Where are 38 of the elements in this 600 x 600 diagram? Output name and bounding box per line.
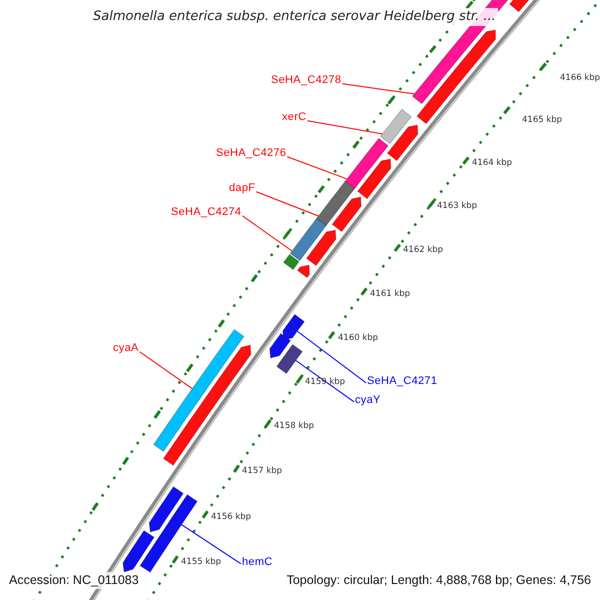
scale-label: 4165 kbp: [522, 115, 562, 126]
leader-line: [342, 83, 415, 94]
gene-label: cyaA: [113, 342, 139, 355]
leader-line: [306, 120, 383, 134]
leader-line: [181, 524, 242, 564]
gene-bar: [276, 344, 303, 374]
leader-line: [286, 156, 348, 180]
gene-label: hemC: [242, 556, 273, 569]
gene-label: xerC: [282, 111, 306, 124]
gene-bar: [282, 314, 305, 340]
scale-label: 4164 kbp: [472, 158, 512, 169]
gene-label: SeHA_C4274: [171, 206, 242, 219]
leader-line: [256, 191, 319, 216]
leader-line: [295, 360, 354, 402]
scale-label: 4158 kbp: [274, 421, 314, 432]
scale-label: 4155 kbp: [181, 557, 222, 568]
gene-label: dapF: [229, 182, 256, 195]
gene-bar: [290, 218, 327, 262]
leader-line: [242, 215, 292, 252]
gene-bar: [153, 329, 244, 452]
scale-label: 4166 kbp: [560, 73, 600, 84]
gene-label: SeHA_C4276: [216, 147, 286, 160]
gene-bar: [344, 138, 389, 190]
scale-label: 4159 kbp: [305, 377, 346, 388]
scale-label: 4156 kbp: [211, 512, 252, 523]
scale-label: 4160 kbp: [338, 333, 378, 344]
map-title: Salmonella enterica subsp. enterica serovar Heidelberg str. ...: [91, 8, 498, 26]
scale-label: 4162 kbp: [403, 245, 444, 256]
leader-line: [296, 330, 366, 384]
gene-label: SeHA_C4278: [271, 74, 342, 87]
gene-bar: [380, 108, 412, 144]
leader-line: [139, 351, 193, 390]
scale-label: 4157 kbp: [242, 466, 282, 477]
scale-label: 4161 kbp: [370, 289, 410, 300]
gene-label: SeHA_C4271: [367, 375, 438, 388]
gene-bar: [316, 180, 356, 226]
gene-label: cyaY: [355, 394, 381, 407]
scale-label: 4163 kbp: [437, 201, 478, 212]
